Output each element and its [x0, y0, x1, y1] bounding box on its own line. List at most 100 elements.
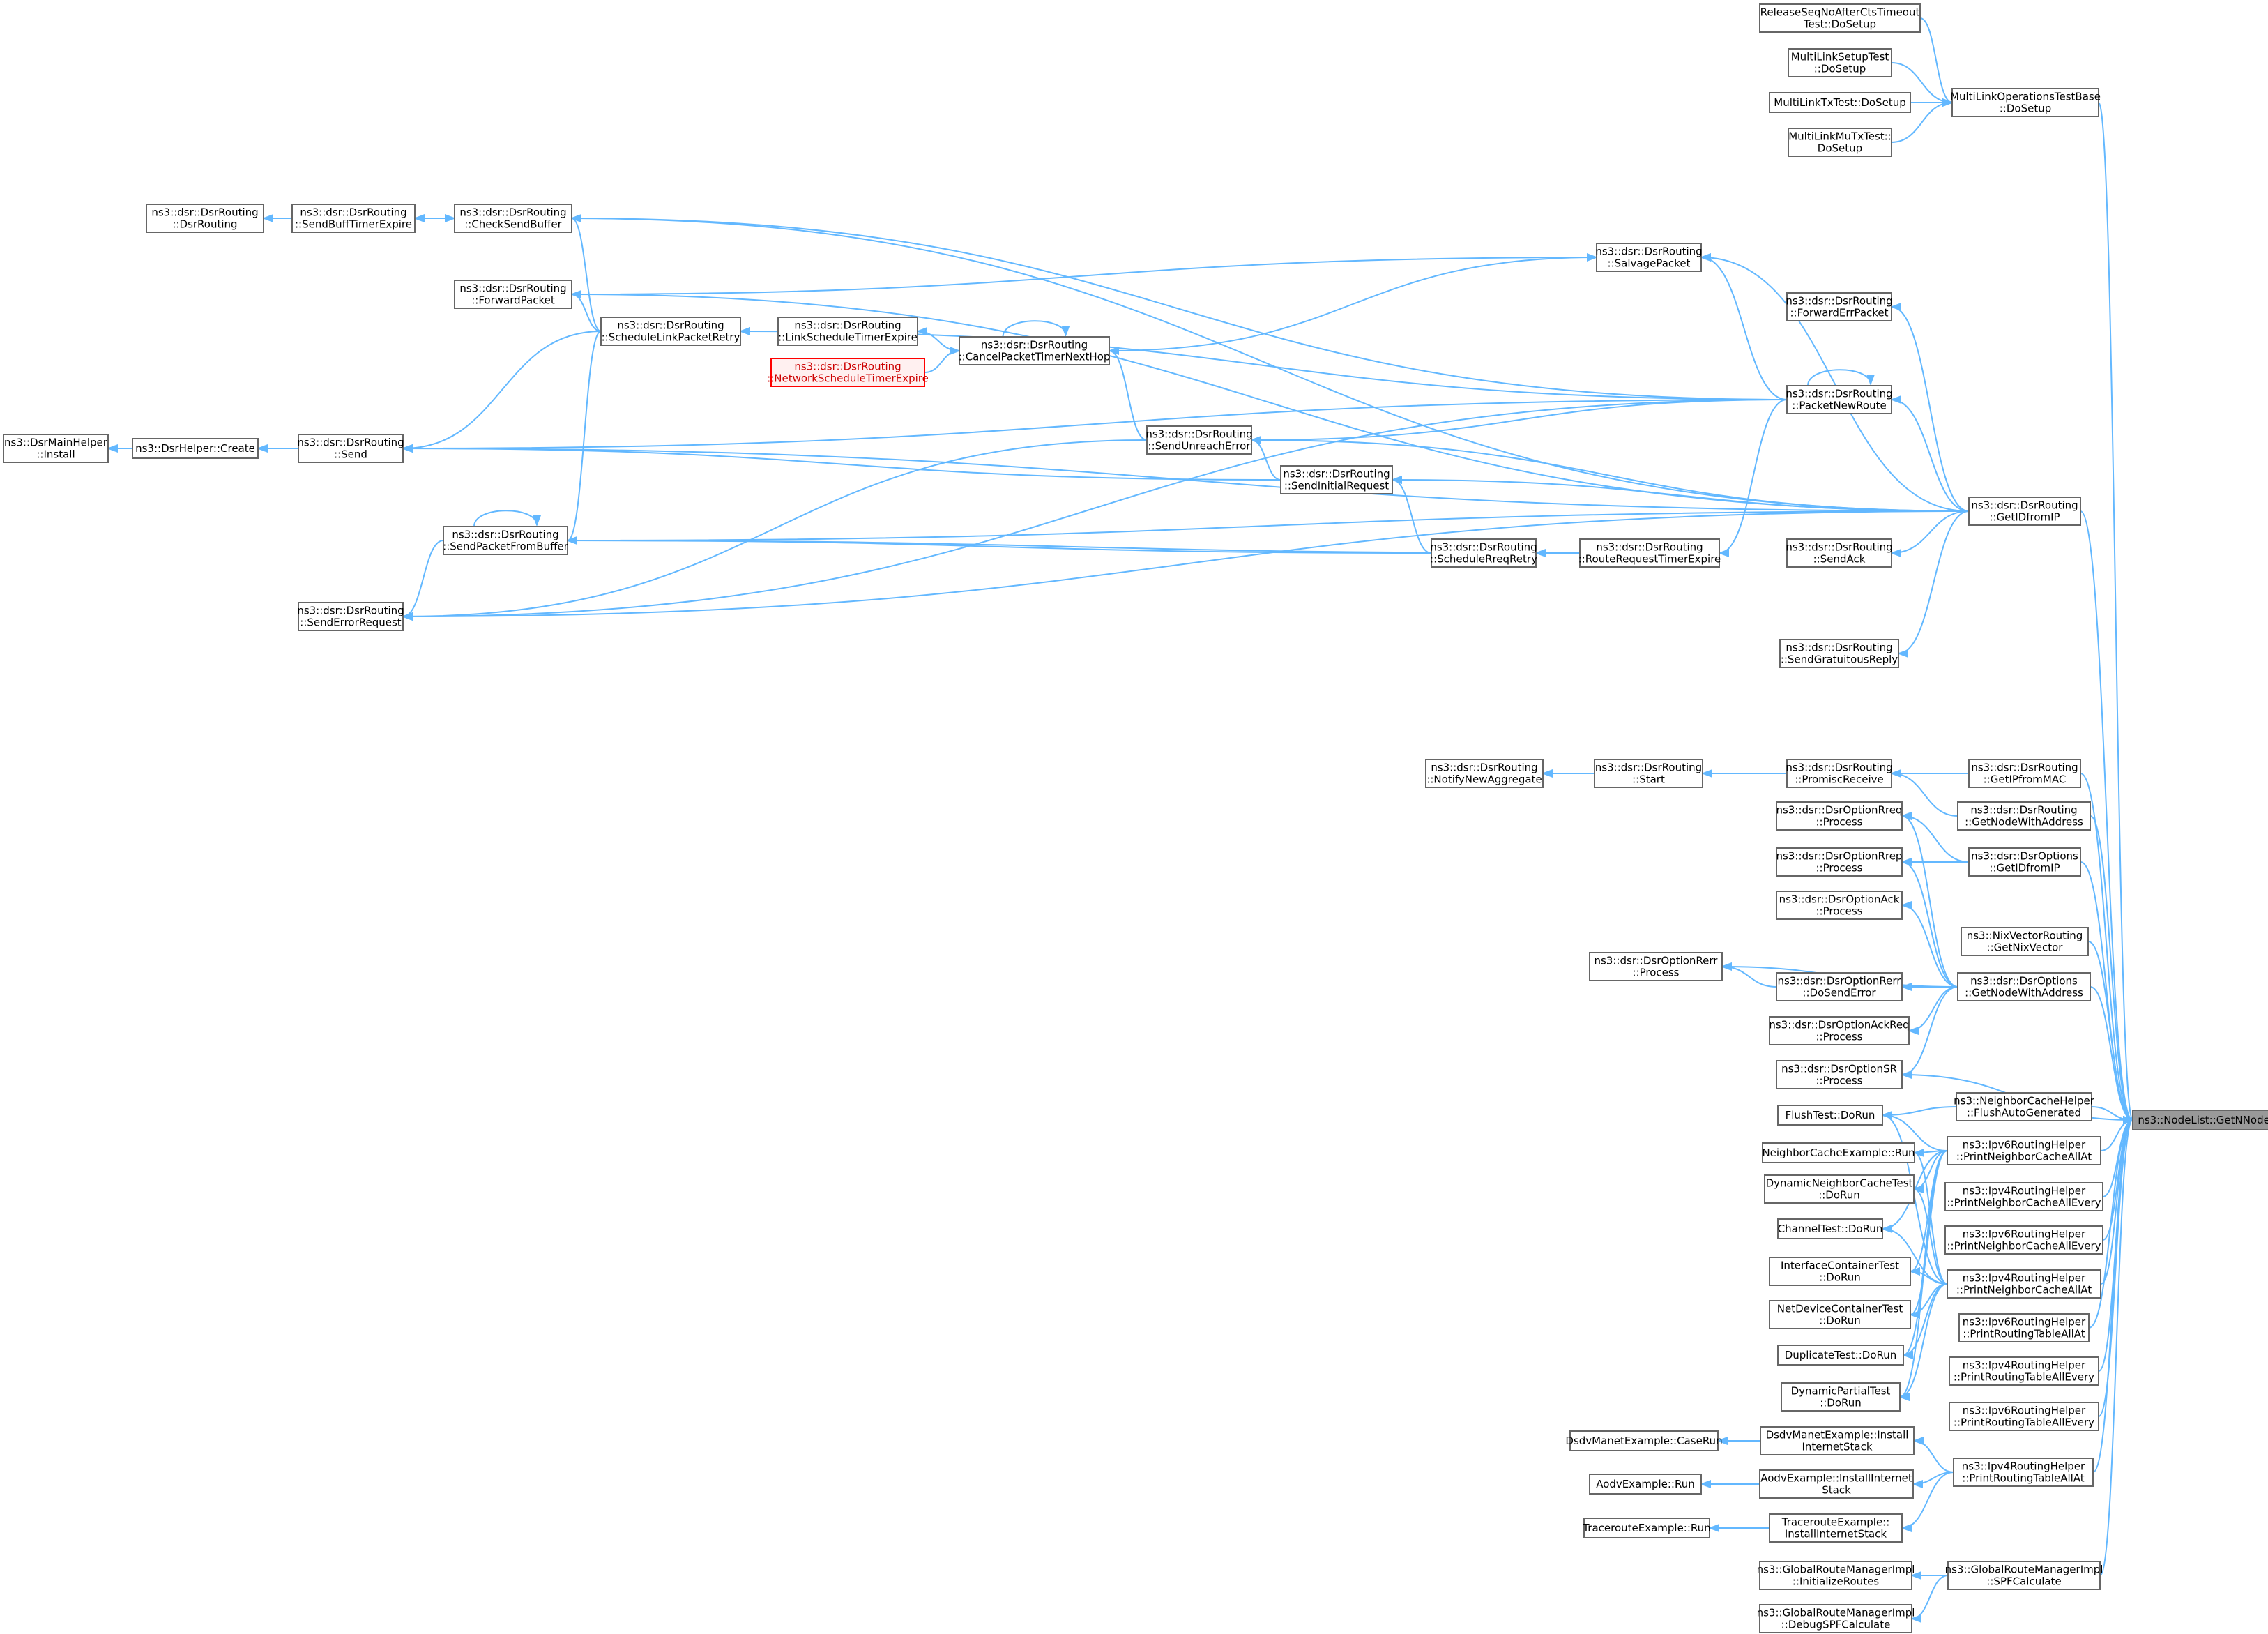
- node-ipv4printroutingevery[interactable]: ns3::Ipv4RoutingHelper::PrintRoutingTabl…: [1949, 1356, 2099, 1386]
- edge-ipv6printroutingat-to-getnnodes: [2088, 1116, 2134, 1329]
- node-box: [1769, 1016, 1910, 1045]
- node-box: [1769, 1300, 1911, 1329]
- node-ipv4printroutingat[interactable]: ns3::Ipv4RoutingHelper::PrintRoutingTabl…: [1953, 1458, 2094, 1487]
- node-box: [1786, 292, 1892, 321]
- node-forwardpacket[interactable]: ns3::dsr::DsrRouting::ForwardPacket: [454, 280, 572, 309]
- node-neighborcacheexample[interactable]: NeighborCacheExample::Run: [1762, 1142, 1915, 1163]
- node-getipfrommac[interactable]: ns3::dsr::DsrRouting::GetIPfromMAC: [1968, 759, 2081, 788]
- node-box: [1947, 1269, 2101, 1299]
- node-getidfromip[interactable]: ns3::dsr::DsrRouting::GetIDfromIP: [1968, 497, 2081, 526]
- node-optionsrprocess[interactable]: ns3::dsr::DsrOptionSR::Process: [1776, 1060, 1903, 1089]
- node-nixvector[interactable]: ns3::NixVectorRouting::GetNixVector: [1961, 927, 2089, 956]
- node-optionackprocess[interactable]: ns3::dsr::DsrOptionAck::Process: [1776, 891, 1903, 920]
- node-ipv6printroutingat[interactable]: ns3::Ipv6RoutingHelper::PrintRoutingTabl…: [1958, 1313, 2090, 1342]
- node-linkscheduletimer[interactable]: ns3::dsr::DsrRouting::LinkScheduleTimerE…: [777, 317, 918, 346]
- node-senderrorrequest[interactable]: ns3::dsr::DsrRouting::SendErrorRequest: [297, 602, 404, 631]
- node-schedulelinkpacketretry[interactable]: ns3::dsr::DsrRouting::ScheduleLinkPacket…: [600, 317, 741, 346]
- node-label: ns3::dsr::DsrOptionRerr: [1778, 975, 1902, 988]
- node-globalspf[interactable]: ns3::GlobalRouteManagerImpl::SPFCalculat…: [1945, 1561, 2103, 1590]
- node-netdevicecontainertest[interactable]: NetDeviceContainerTest::DoRun: [1769, 1300, 1911, 1329]
- node-ipv6printneighborevery[interactable]: ns3::Ipv6RoutingHelper::PrintNeighborCac…: [1944, 1225, 2103, 1255]
- node-ipv6printneighborat[interactable]: ns3::Ipv6RoutingHelper::PrintNeighborCac…: [1947, 1136, 2101, 1165]
- node-sendpacketfrombuffer[interactable]: ns3::dsr::DsrRouting::SendPacketFromBuff…: [443, 526, 569, 555]
- node-sendunreacherror[interactable]: ns3::dsr::DsrRouting::SendUnreachError: [1146, 425, 1253, 455]
- node-box: [1769, 1513, 1903, 1543]
- edge-globalspf-to-getnnodes: [2099, 1116, 2134, 1576]
- node-interfacecontainertest[interactable]: InterfaceContainerTest::DoRun: [1769, 1257, 1911, 1286]
- node-networkscheduletimer[interactable]: ns3::dsr::DsrRouting::NetworkScheduleTim…: [767, 358, 929, 387]
- node-promiscreceive[interactable]: ns3::dsr::DsrRouting::PromiscReceive: [1786, 759, 1893, 788]
- node-label: ::CheckSendBuffer: [464, 218, 562, 231]
- node-label: ::PrintNeighborCacheAllEvery: [1947, 1197, 2101, 1209]
- node-label: ::ScheduleLinkPacketRetry: [602, 331, 740, 344]
- node-duplicatetest[interactable]: DuplicateTest::DoRun: [1777, 1345, 1904, 1366]
- node-box: [298, 602, 404, 631]
- node-checksendbuffer[interactable]: ns3::dsr::DsrRouting::CheckSendBuffer: [454, 204, 572, 233]
- node-multilinktx[interactable]: MultiLinkTxTest::DoSetup: [1769, 92, 1911, 113]
- node-getnodewithaddress[interactable]: ns3::dsr::DsrRouting::GetNodeWithAddress: [1957, 801, 2091, 831]
- edge-getidfromip-to-packetnewroute: [1890, 395, 1970, 512]
- node-packetnewroute[interactable]: ns3::dsr::DsrRouting::PacketNewRoute: [1786, 385, 1893, 414]
- node-globaldebugspf[interactable]: ns3::GlobalRouteManagerImpl::DebugSPFCal…: [1757, 1604, 1915, 1633]
- node-optionrerrdosenderror[interactable]: ns3::dsr::DsrOptionRerr::DoSendError: [1776, 972, 1903, 1001]
- node-label: ns3::dsr::DsrOptionSR: [1781, 1063, 1897, 1075]
- edge-packetnewroute-to-packetnewroute: [1807, 369, 1875, 386]
- node-box: [443, 526, 568, 555]
- node-box: [777, 317, 918, 346]
- node-cancelpackettimer[interactable]: ns3::dsr::DsrRouting::CancelPacketTimerN…: [959, 336, 1111, 365]
- node-optionrrepprocess[interactable]: ns3::dsr::DsrOptionRrep::Process: [1776, 847, 1903, 877]
- node-aodvinstall[interactable]: AodvExample::InstallInternetStack: [1759, 1469, 1914, 1499]
- node-box: [1958, 1313, 2090, 1342]
- node-globalinitroutes[interactable]: ns3::GlobalRouteManagerImpl::InitializeR…: [1757, 1561, 1915, 1590]
- node-dynamicpartialtest[interactable]: DynamicPartialTest::DoRun: [1781, 1382, 1901, 1412]
- node-label: ns3::dsr::DsrRouting: [1970, 804, 2077, 817]
- node-label: ns3::dsr::DsrRouting: [1595, 762, 1702, 774]
- node-label: ::Install: [36, 448, 75, 461]
- node-channeltest[interactable]: ChannelTest::DoRun: [1777, 1218, 1883, 1239]
- node-box: [1596, 243, 1702, 272]
- node-sendgratuitousreply[interactable]: ns3::dsr::DsrRouting::SendGratuitousRepl…: [1779, 639, 1899, 668]
- edge-ipv4printneighborat-to-dynamicpartialtest: [1898, 1283, 1948, 1401]
- node-multilinkmutx[interactable]: MultiLinkMuTxTest::DoSetup: [1788, 128, 1892, 157]
- edge-nixvector-to-getnnodes: [2087, 941, 2134, 1124]
- node-multilinksetup[interactable]: MultiLinkSetupTest::DoSetup: [1788, 48, 1892, 77]
- node-start[interactable]: ns3::dsr::DsrRouting::Start: [1594, 759, 1703, 788]
- node-neighborcacheflush[interactable]: ns3::NeighborCacheHelper::FlushAutoGener…: [1954, 1092, 2095, 1121]
- node-dsrrouting[interactable]: ns3::dsr::DsrRouting::DsrRouting: [146, 204, 264, 233]
- node-ipv4printneighborat[interactable]: ns3::Ipv4RoutingHelper::PrintNeighborCac…: [1947, 1269, 2101, 1299]
- node-schedulereqretry[interactable]: ns3::dsr::DsrRouting::ScheduleRreqRetry: [1430, 538, 1537, 568]
- node-optionackreqprocess[interactable]: ns3::dsr::DsrOptionAckReq::Process: [1769, 1016, 1910, 1045]
- node-ipv4printneighborevery[interactable]: ns3::Ipv4RoutingHelper::PrintNeighborCac…: [1944, 1182, 2103, 1211]
- node-tracerouterun[interactable]: TracerouteExample::Run: [1582, 1518, 1711, 1538]
- node-dsrmainhelper[interactable]: ns3::DsrMainHelper::Install: [3, 434, 109, 463]
- node-notifynewaggregate[interactable]: ns3::dsr::DsrRouting::NotifyNewAggregate: [1425, 759, 1544, 788]
- node-label: ::DoRun: [1819, 1271, 1861, 1284]
- node-sendbufftimer[interactable]: ns3::dsr::DsrRouting::SendBuffTimerExpir…: [291, 204, 416, 233]
- node-getnnodes[interactable]: ns3::NodeList::GetNNodes: [2132, 1110, 2268, 1130]
- node-dynamicneighbortest[interactable]: DynamicNeighborCacheTest::DoRun: [1764, 1174, 1915, 1204]
- node-forwarderrpacket[interactable]: ns3::dsr::DsrRouting::ForwardErrPacket: [1786, 292, 1893, 321]
- node-flushtest[interactable]: FlushTest::DoRun: [1777, 1105, 1883, 1126]
- node-optionrreqprocess[interactable]: ns3::dsr::DsrOptionRreq::Process: [1776, 801, 1903, 831]
- node-salvagepacket[interactable]: ns3::dsr::DsrRouting::SalvagePacket: [1595, 243, 1703, 272]
- node-optionsgetidfromip[interactable]: ns3::dsr::DsrOptions::GetIDfromIP: [1968, 847, 2081, 877]
- node-sendack[interactable]: ns3::dsr::DsrRouting::SendAck: [1786, 538, 1893, 568]
- node-send[interactable]: ns3::dsr::DsrRouting::Send: [297, 434, 404, 463]
- node-sendinitialrequest[interactable]: ns3::dsr::DsrRouting::SendInitialRequest: [1280, 465, 1393, 494]
- node-optionsgetnodewithaddress[interactable]: ns3::dsr::DsrOptions::GetNodeWithAddress: [1957, 972, 2091, 1001]
- node-multilinkops[interactable]: MultiLinkOperationsTestBase::DoSetup: [1950, 88, 2101, 117]
- node-dsdvcaserun[interactable]: DsdvManetExample::CaseRun: [1565, 1430, 1723, 1451]
- node-ipv6printroutingevery[interactable]: ns3::Ipv6RoutingHelper::PrintRoutingTabl…: [1949, 1402, 2099, 1431]
- node-label: DuplicateTest::DoRun: [1785, 1349, 1897, 1361]
- node-tracerouteinstall[interactable]: TracerouteExample::InstallInternetStack: [1769, 1513, 1903, 1543]
- node-dsrhelpercreate[interactable]: ns3::DsrHelper::Create: [132, 438, 259, 459]
- node-label: ns3::dsr::DsrRouting: [1283, 468, 1390, 481]
- node-routerequesttimer[interactable]: ns3::dsr::DsrRouting::RouteRequestTimerE…: [1578, 538, 1721, 568]
- node-optionrerrprocess[interactable]: ns3::dsr::DsrOptionRerr::Process: [1589, 952, 1723, 981]
- node-aodvrun[interactable]: AodvExample::Run: [1589, 1474, 1702, 1495]
- node-label: ::SendErrorRequest: [300, 616, 401, 629]
- node-dsdvinstall[interactable]: DsdvManetExample::InstallInternetStack: [1760, 1426, 1915, 1455]
- node-label: ns3::dsr::DsrOptionAckReq: [1769, 1019, 1909, 1031]
- edge-ipv4printneighborat-to-interfacecontainertest: [1909, 1267, 1948, 1285]
